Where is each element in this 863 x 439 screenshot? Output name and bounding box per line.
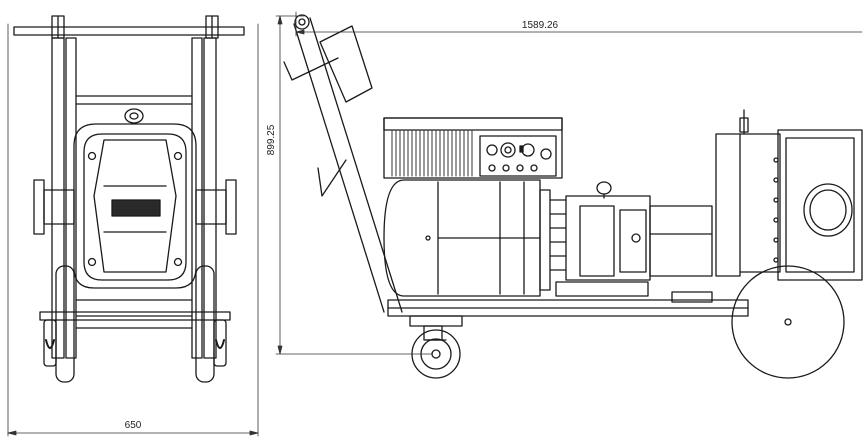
front-flanges: [33, 179, 237, 235]
dim-side-height: [275, 15, 433, 355]
side-view: [283, 14, 863, 379]
side-gearbox: [555, 181, 713, 297]
front-lifting-eye: [124, 108, 144, 124]
side-motor: [383, 179, 567, 297]
dim-side-length-label: 1589.26: [522, 20, 559, 31]
side-control-box-fins: [391, 129, 473, 177]
front-view: [13, 15, 245, 383]
dim-front-width-label: 650: [125, 420, 142, 431]
front-handle: [13, 15, 245, 39]
side-pump-head: [715, 109, 863, 281]
side-caster-wheel: [411, 325, 461, 379]
front-wheels: [43, 265, 227, 383]
front-frame: [39, 37, 231, 359]
side-pump-bolts: [773, 157, 779, 263]
side-motor-fins: [549, 199, 567, 271]
side-rear-wheel: [731, 265, 845, 379]
dim-front-width: [7, 23, 259, 437]
side-handle: [283, 14, 403, 313]
side-control-box: [383, 117, 563, 179]
front-pump-body: [73, 123, 197, 289]
dim-side-height-label: 899.25: [266, 124, 277, 155]
side-base-frame: [387, 291, 749, 327]
dim-side-length: [295, 11, 863, 37]
side-handle-plate: [319, 25, 373, 103]
